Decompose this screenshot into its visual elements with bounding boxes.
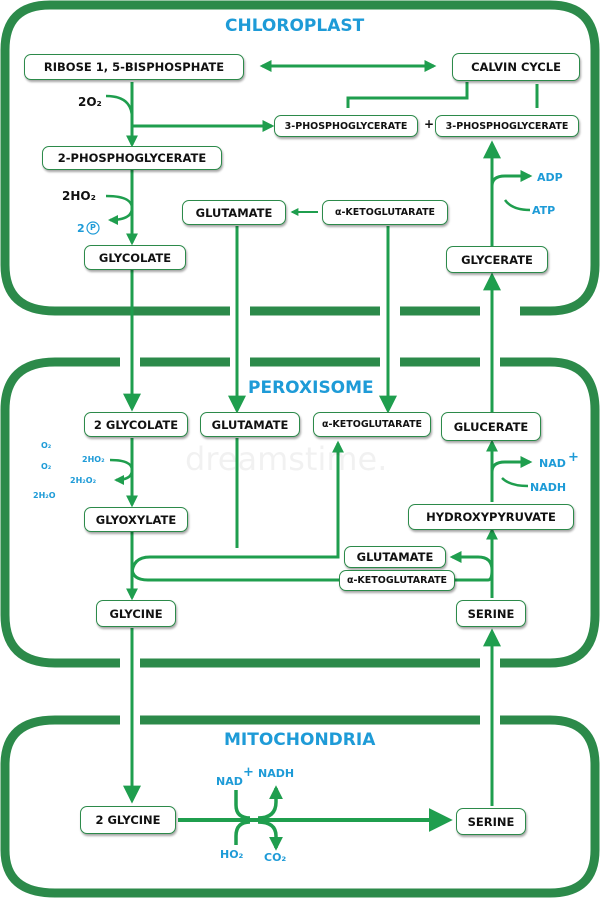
phosphoglycerate-2-box: 2-PHOSPHOGLYCERATE [42,146,222,170]
pga-left-box: 3-PHOSPHOGLYCERATE [274,115,418,137]
chloroplast-membrane [0,0,600,316]
chloroplast-title: CHLOROPLAST [225,16,365,36]
nad-mito-label: NAD [216,775,243,788]
glycine-2-box: 2 GLYCINE [80,806,176,834]
h2o-peroxisome-label: 2H₂O [33,491,56,500]
glutamate-inner-box: GLUTAMATE [344,546,446,568]
glucerate-box: GLUCERATE [441,412,541,441]
calvin-cycle-box: CALVIN CYCLE [452,53,580,81]
glycerate-box: GLYCERATE [446,246,548,273]
h2o2-peroxisome-label: 2H₂O₂ [70,476,97,485]
nad-plus-peroxisome-label: + [568,450,579,465]
atp-in [503,199,531,212]
glycine-box: GLYCINE [96,600,176,627]
h2o-curve [105,194,134,225]
mitochondria-membrane [0,715,600,898]
serine-box-peroxisome: SERINE [456,600,526,627]
nadh-mito-label: NADH [258,767,295,780]
glycolate-box: GLYCOLATE [84,245,186,270]
atp-curve [490,170,533,208]
phosphate-icon [86,221,100,235]
ho2-curve [109,458,134,485]
nad-curve [490,456,533,478]
hydroxypyruvate-box: HYDROXYPYRUVATE [408,504,574,530]
co2-arc [257,820,283,851]
akg-inner-box: α-KETOGLUTARATE [339,570,455,591]
nad-plus-mito-label: + [243,765,254,780]
pga-right-box: 3-PHOSPHOGLYCERATE [435,115,579,137]
nadh-in [501,477,529,488]
ho2-peroxisome-label: 2HO₂ [82,455,105,464]
ribose-bisphosphate-box: RIBOSE 1, 5-BISPHOSPHATE [24,54,244,80]
peroxisome-membrane [0,357,600,668]
akg-box-peroxisome: α-KETOGLUTARATE [313,412,431,437]
serine-box-mitochondria: SERINE [456,808,526,835]
glutamate-box-peroxisome: GLUTAMATE [200,412,300,437]
nad-arc [234,790,251,820]
pi-count-label: 2 [77,222,85,235]
o2-curve [105,94,134,119]
glycolate-2-box: 2 GLYCOLATE [84,412,188,437]
akg-box-chloroplast: α-KETOGLUTARATE [322,200,448,225]
nadh-peroxisome-label: NADH [530,481,567,494]
pi-symbol-label: P [90,223,96,232]
o2-top-label: O₂ [41,441,52,450]
glyoxylate-box: GLYOXYLATE [84,507,188,532]
o2-label: 2O₂ [78,95,102,109]
atp-label: ATP [532,204,556,217]
ho2-mito-label: HO₂ [220,848,244,861]
mitochondria-title: MITOCHONDRIA [224,730,376,750]
plus-label: + [424,117,435,131]
ho2-arc [234,820,251,845]
calvin-link-left [346,82,469,108]
o2-mid-label: O₂ [41,462,52,471]
watermark: dreamstime. [185,440,388,478]
glutamate-box-chloroplast: GLUTAMATE [182,200,286,225]
nad-peroxisome-label: NAD [539,457,566,470]
h2o-label: 2HO₂ [62,189,96,203]
co2-mito-label: CO₂ [264,851,287,864]
glutamate-inner-arrow [449,551,494,571]
nadh-arc [257,785,283,820]
peroxisome-title: PEROXISOME [248,378,374,398]
adp-label: ADP [537,171,563,184]
